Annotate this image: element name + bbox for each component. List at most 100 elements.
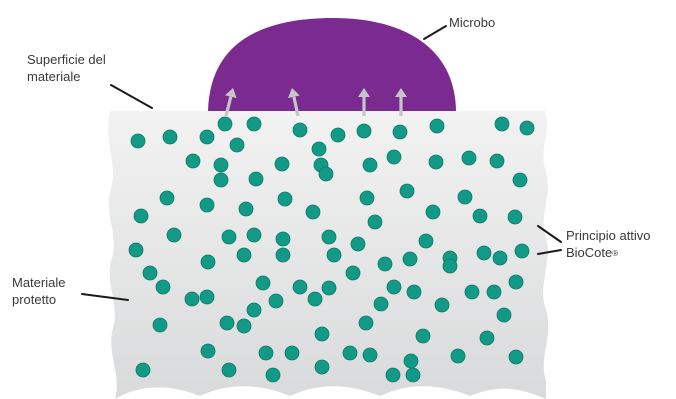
- active-ingredient-particle: [509, 275, 523, 289]
- active-ingredient-particle: [167, 228, 181, 242]
- active-ingredient-particle: [259, 346, 273, 360]
- active-ingredient-particle: [351, 237, 365, 251]
- active-ingredient-particle: [493, 251, 507, 265]
- active-ingredient-particle: [306, 205, 320, 219]
- active-ingredient-particle: [220, 316, 234, 330]
- active-ingredient-particle: [237, 248, 251, 262]
- active-ingredient-particle: [239, 202, 253, 216]
- active-ingredient-particle: [218, 117, 232, 131]
- active-ingredient-particle: [200, 290, 214, 304]
- active-ingredient-particle: [400, 184, 414, 198]
- active-ingredient-particle: [163, 130, 177, 144]
- active-ingredient-particle: [378, 257, 392, 271]
- active-ingredient-particle: [404, 354, 418, 368]
- active-ingredient-particle: [465, 285, 479, 299]
- active-ingredient-particle: [387, 150, 401, 164]
- active-ingredient-particle: [346, 266, 360, 280]
- active-ingredient-particle: [430, 119, 444, 133]
- active-ingredient-particle: [322, 230, 336, 244]
- active-ingredient-particle: [293, 123, 307, 137]
- active-ingredient-particle: [363, 348, 377, 362]
- active-ingredient-particle: [403, 252, 417, 266]
- active-ingredient-particle: [186, 154, 200, 168]
- active-ingredient-particle: [331, 128, 345, 142]
- microbe-label: Microbo: [449, 14, 495, 31]
- active-ingredient-particle: [247, 117, 261, 131]
- protected-material-label: Materiale protetto: [12, 274, 65, 308]
- active-ingredient-particle: [513, 173, 527, 187]
- active-ingredient-particle: [509, 350, 523, 364]
- active-ingredient-particle: [343, 346, 357, 360]
- active-ingredient-particle: [322, 281, 336, 295]
- active-ingredient-particle: [222, 363, 236, 377]
- active-ingredient-particle: [490, 154, 504, 168]
- active-ingredient-particle: [214, 173, 228, 187]
- active-ingredient-particle: [327, 248, 341, 262]
- active-ingredient-particle: [458, 190, 472, 204]
- active-ingredient-particle: [266, 368, 280, 382]
- active-ingredient-particle: [477, 246, 491, 260]
- active-ingredient-particle: [134, 209, 148, 223]
- active-ingredient-particle: [435, 298, 449, 312]
- active-ingredient-particle: [185, 292, 199, 306]
- active-ingredient-particle: [315, 360, 329, 374]
- active-ingredient-particle: [312, 142, 326, 156]
- active-ingredient-particle: [407, 285, 421, 299]
- active-ingredient-particle: [429, 155, 443, 169]
- registered-mark: ®: [612, 249, 618, 258]
- active-ingredient-particle: [214, 158, 228, 172]
- active-ingredient-particle: [315, 327, 329, 341]
- active-ingredient-particle: [247, 228, 261, 242]
- active-ingredient-particle: [480, 331, 494, 345]
- active-ingredient-particle: [285, 346, 299, 360]
- active-ingredient-particle: [293, 280, 307, 294]
- active-ingredient-particle: [131, 134, 145, 148]
- active-ingredient-particle: [160, 191, 174, 205]
- active-ingredient-particle: [462, 151, 476, 165]
- leader-line-surface: [111, 85, 152, 108]
- active-ingredient-particle: [200, 130, 214, 144]
- active-ingredient-particle: [129, 243, 143, 257]
- active-ingredient-particle: [360, 191, 374, 205]
- active-ingredient-label: Principio attivo BioCote®: [566, 227, 651, 261]
- active-ingredient-particle: [269, 294, 283, 308]
- active-ingredient-brand: BioCote: [566, 245, 612, 260]
- active-ingredient-particle: [276, 232, 290, 246]
- active-ingredient-particle: [143, 266, 157, 280]
- active-ingredient-particle: [201, 255, 215, 269]
- active-ingredient-particle: [386, 368, 400, 382]
- active-ingredient-particle: [374, 297, 388, 311]
- active-ingredient-particle: [416, 329, 430, 343]
- active-ingredient-particle: [156, 280, 170, 294]
- active-ingredient-particle: [363, 158, 377, 172]
- active-ingredient-particle: [495, 117, 509, 131]
- surface-label-line1: Superficie del: [27, 51, 106, 68]
- active-ingredient-particle: [473, 209, 487, 223]
- active-ingredient-particle: [319, 167, 333, 181]
- active-ingredient-particle: [222, 230, 236, 244]
- active-ingredient-particle: [515, 244, 529, 258]
- active-ingredient-particle: [387, 280, 401, 294]
- active-ingredient-particle: [275, 157, 289, 171]
- active-ingredient-particle: [237, 319, 251, 333]
- protected-material-label-line1: Materiale: [12, 274, 65, 291]
- surface-label: Superficie del materiale: [27, 51, 106, 85]
- surface-label-line2: materiale: [27, 68, 106, 85]
- microbe-shape: [208, 18, 456, 111]
- active-ingredient-particle: [508, 210, 522, 224]
- active-ingredient-particle: [276, 248, 290, 262]
- active-ingredient-particle: [487, 285, 501, 299]
- active-ingredient-particle: [200, 198, 214, 212]
- active-ingredient-particle: [247, 303, 261, 317]
- active-ingredient-particle: [368, 215, 382, 229]
- active-ingredient-particle: [497, 308, 511, 322]
- active-ingredient-particle: [278, 192, 292, 206]
- active-ingredient-particle: [419, 234, 433, 248]
- active-ingredient-particle: [393, 125, 407, 139]
- active-ingredient-particle: [406, 368, 420, 382]
- active-ingredient-particle: [520, 121, 534, 135]
- active-ingredient-particle: [249, 172, 263, 186]
- active-ingredient-particle: [308, 292, 322, 306]
- protected-material-label-line2: protetto: [12, 291, 65, 308]
- active-ingredient-particle: [153, 318, 167, 332]
